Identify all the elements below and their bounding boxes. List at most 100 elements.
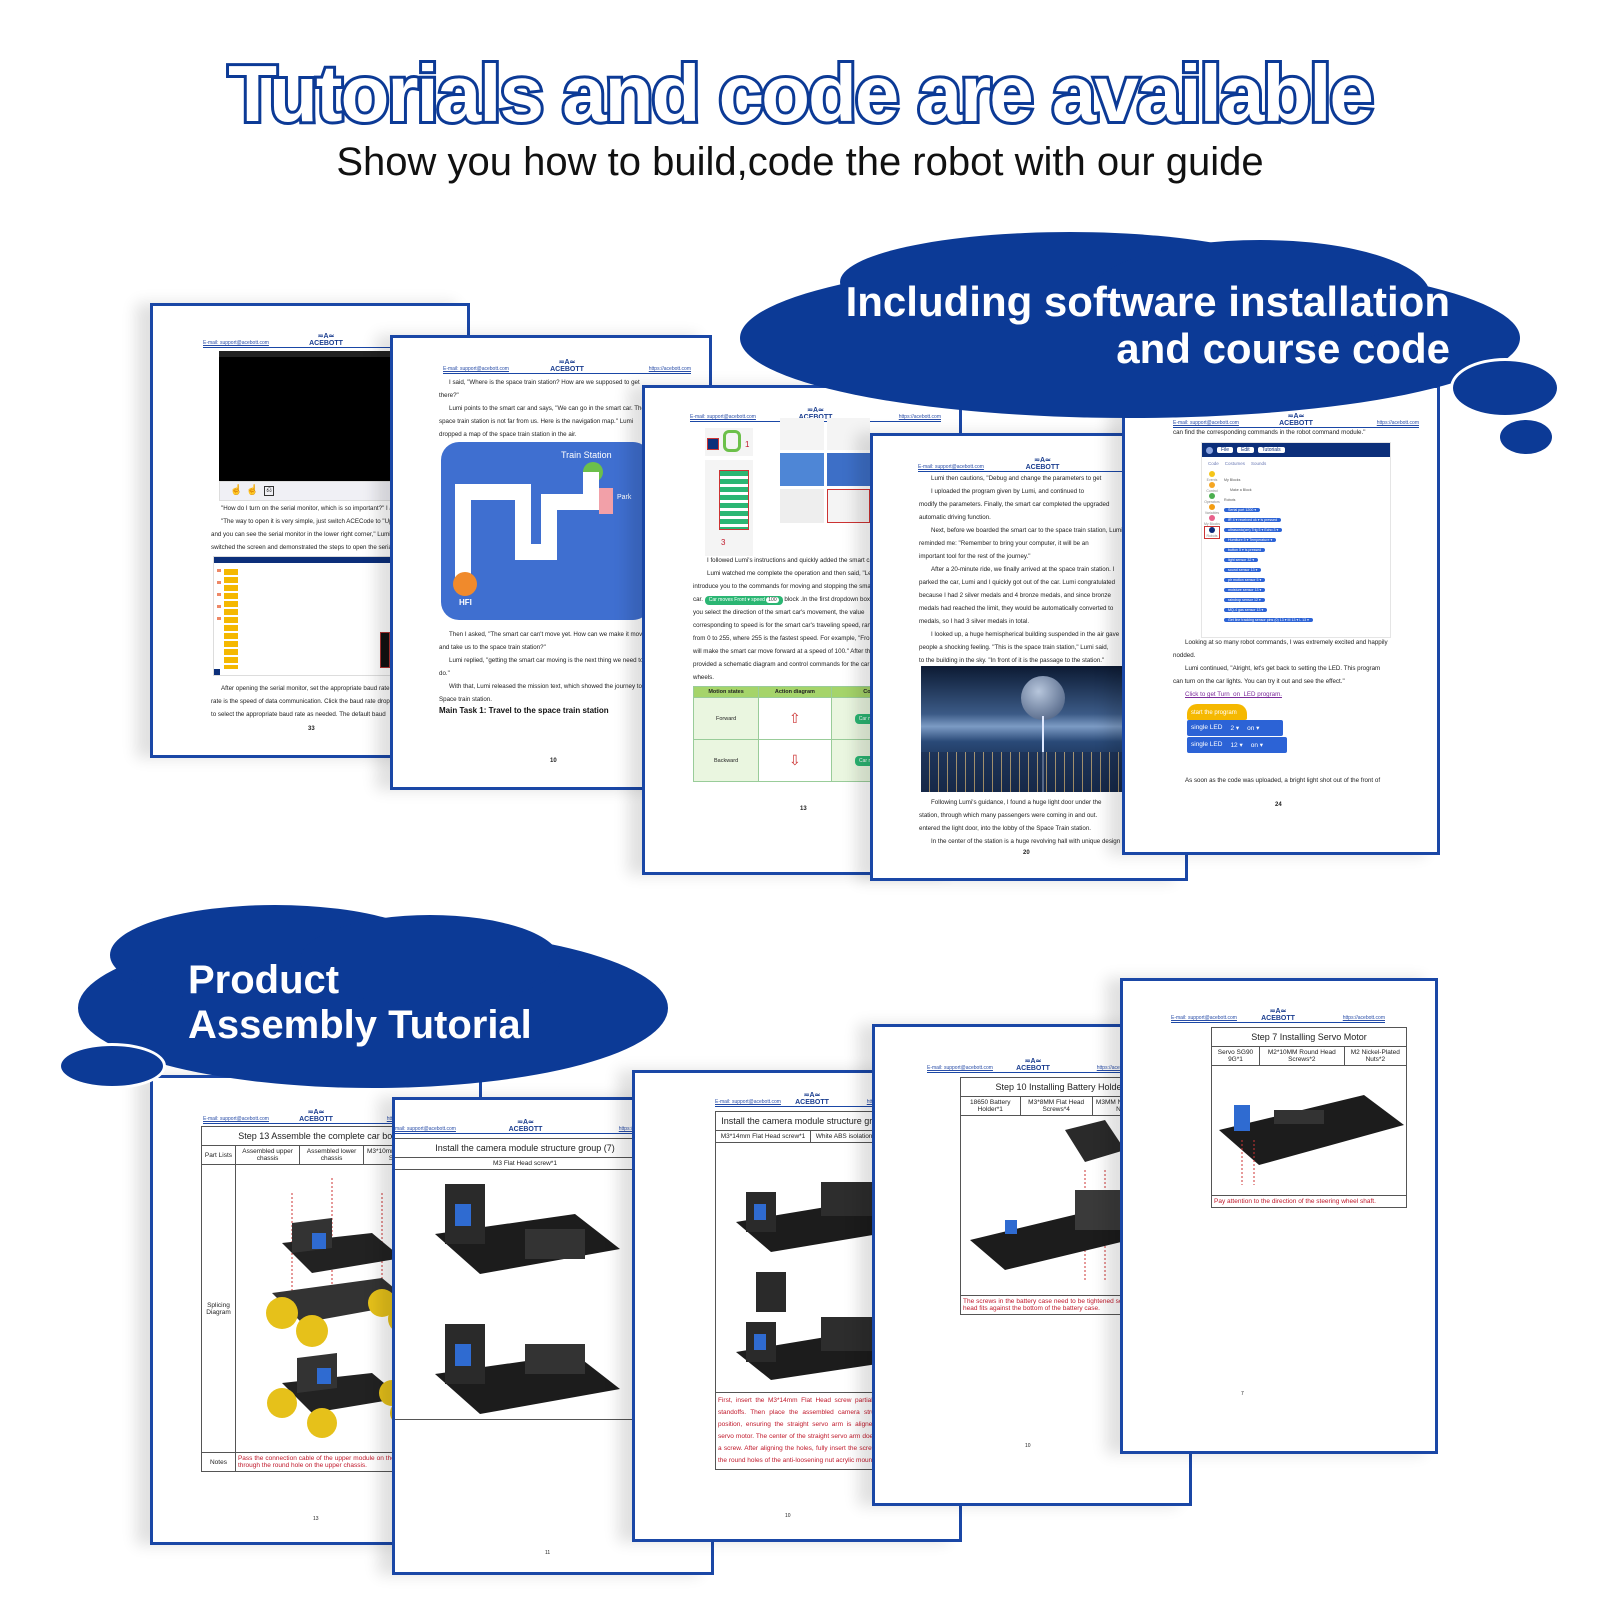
paragraph: Lumi continued, "Alright, let's get back… <box>1185 665 1381 672</box>
acebott-logo: ≂A≃ACEBOTT <box>1025 457 1060 471</box>
paragraph: As soon as the code was uploaded, a brig… <box>1185 777 1381 784</box>
paragraph: Lumi then cautions, "Debug and change th… <box>931 475 1102 482</box>
block-palette <box>705 460 753 556</box>
paragraph: Looking at so many robot commands, I was… <box>1185 639 1388 646</box>
part-cell: Assembled lower chassis <box>299 1145 364 1165</box>
paragraph: and take us to the space train station?" <box>439 644 546 651</box>
part-cell: Servo SG90 9G*1 <box>1211 1046 1260 1066</box>
acebott-logo: ≂A≃ACEBOTT <box>795 1092 829 1106</box>
download-link[interactable]: Click to get Turn_on_LED program. <box>1185 691 1282 698</box>
paragraph: reminded me: "Remember to bring your com… <box>919 540 1089 547</box>
category-list: Events Control Operators Variables My Bl… <box>1204 471 1220 539</box>
paragraph: to select the appropriate baud rate as n… <box>211 711 386 718</box>
part-cell: M2*10MM Round Head Screws*2 <box>1258 1046 1345 1066</box>
route-path <box>455 472 599 582</box>
page-url: https://acebott.com <box>648 366 691 372</box>
part-cell: M2 Nickel-Plated Nuts*2 <box>1343 1046 1408 1066</box>
doc-page-servo-motor: E-mail: support@acebott.com ≂A≃ACEBOTT h… <box>1120 978 1438 1454</box>
paragraph: to the building in the sky. "In front of… <box>919 657 1105 664</box>
page-subtitle: Show you how to build,code the robot wit… <box>336 140 1264 184</box>
paragraph: medals, so I had 3 silver medals in tota… <box>919 618 1030 625</box>
battery-holder-illustration <box>970 1119 1150 1280</box>
map-label-park: Park <box>617 494 632 501</box>
paragraph: dropped a map of the space train station… <box>439 431 577 438</box>
paragraph: provided a schematic diagram and control… <box>693 661 870 668</box>
row-header: Notes <box>201 1452 236 1472</box>
paragraph: Lumi replied, "getting the smart car mov… <box>449 657 644 664</box>
map-label-station: Train Station <box>561 450 612 460</box>
start-marker <box>453 572 477 596</box>
arrow-up-icon: ⇧ <box>789 710 801 726</box>
project-cards <box>780 418 870 523</box>
paragraph: can find the corresponding commands in t… <box>1173 429 1366 436</box>
paragraph: After a 20-minute ride, we finally arriv… <box>931 566 1115 573</box>
parts-table: Step 7 Installing Servo Motor Servo SG90… <box>1211 1027 1408 1208</box>
camera-module-illustration <box>736 1181 891 1380</box>
page-number: 10 <box>785 1513 791 1519</box>
paragraph: In the center of the station is a huge r… <box>931 838 1133 845</box>
paragraph: parked the car, Lumi and I quickly got o… <box>919 579 1116 586</box>
block-list: My Blocks Make a Block Robots Serial por… <box>1224 475 1313 625</box>
page-number: 10 <box>1025 1443 1031 1449</box>
menu-edit: Edit <box>1237 447 1254 453</box>
paragraph: you select the direction of the smart ca… <box>693 609 865 616</box>
arrow-down-icon: ⇩ <box>789 752 801 768</box>
paragraph: modify the parameters. Finally, the smar… <box>919 501 1110 508</box>
row-header: Splicing Diagram <box>201 1164 236 1453</box>
page-number: 20 <box>1023 850 1030 856</box>
page-url: https://acebott.com <box>1096 1065 1139 1071</box>
paragraph: Then I asked, "The smart car can't move … <box>449 631 646 638</box>
acecode-editor-screenshot: File Edit Tutorials Code Costumes Sounds… <box>1201 442 1391 638</box>
part-cell: 18650 Battery Holder*1 <box>960 1096 1021 1116</box>
camera-module-illustration <box>435 1183 620 1414</box>
paragraph: I followed Lumi's instructions and quick… <box>707 557 877 564</box>
page-number: 11 <box>545 1550 551 1556</box>
part-cell: Assembled upper chassis <box>234 1145 301 1165</box>
paragraph: car. <box>693 596 703 603</box>
page-url: https://acebott.com <box>898 414 941 420</box>
paragraph: there?" <box>439 392 459 399</box>
ide-screenshot <box>213 556 413 676</box>
assembly-callout-text: Product Assembly Tutorial <box>188 958 532 1047</box>
page-email: E-mail: support@acebott.com <box>690 414 756 420</box>
paragraph: station, through which many passengers w… <box>919 812 1098 819</box>
clear-icon: ⎌ <box>264 486 274 496</box>
acebott-logo: ≂A≃ACEBOTT <box>299 1109 333 1123</box>
page-email: E-mail: support@acebott.com <box>203 1116 269 1122</box>
paragraph: rate is the speed of data communication.… <box>211 698 407 705</box>
page-number: 33 <box>308 726 315 732</box>
marker-3: 3 <box>721 538 726 547</box>
page-number: 7 <box>1241 1391 1244 1397</box>
paragraph: because I had 2 silver medals and 4 bron… <box>919 592 1111 599</box>
paragraph: Following Lumi's guidance, I found a hug… <box>931 799 1102 806</box>
paragraph: people a shocking feeling. "This is the … <box>919 644 1109 651</box>
marker-1: 1 <box>745 440 750 449</box>
page-url: https://acebott.com <box>1376 420 1419 426</box>
menu-tutorials: Tutorials <box>1257 447 1285 453</box>
page-number: 13 <box>313 1516 319 1522</box>
paragraph: important tool for the rest of the journ… <box>919 553 1031 560</box>
assembly-diagram <box>395 1169 665 1420</box>
paragraph: space train station is not far from us. … <box>439 418 634 425</box>
page-email: E-mail: support@acebott.com <box>918 464 984 470</box>
paragraph: "How do I turn on the serial monitor, wh… <box>221 505 408 512</box>
notes-cell: Pay attention to the direction of the st… <box>1211 1195 1407 1208</box>
paragraph: I looked up, a huge hemispherical buildi… <box>931 631 1120 638</box>
paragraph: and you can see the serial monitor in th… <box>211 531 391 538</box>
editor-menubar: File Edit Tutorials <box>1202 443 1390 457</box>
task-heading: Main Task 1: Travel to the space train s… <box>439 706 609 715</box>
part-cell: M3 Flat Head screw*1 <box>395 1157 665 1170</box>
paragraph: nodded. <box>1173 652 1196 659</box>
acebott-logo: ≂A≃ACEBOTT <box>309 333 343 347</box>
paragraph: do." <box>439 670 450 677</box>
park-marker <box>599 488 613 514</box>
paragraph: will make the smart car move forward at … <box>693 648 893 655</box>
servo-chassis-illustration <box>1219 1094 1404 1185</box>
paragraph: I said, "Where is the space train statio… <box>449 379 640 386</box>
pointer-icon: ☝ <box>230 485 243 496</box>
acebott-logo: ≂A≃ACEBOTT <box>1261 1008 1295 1022</box>
page-number: 24 <box>1275 802 1282 808</box>
menu-file: File <box>1217 447 1234 453</box>
